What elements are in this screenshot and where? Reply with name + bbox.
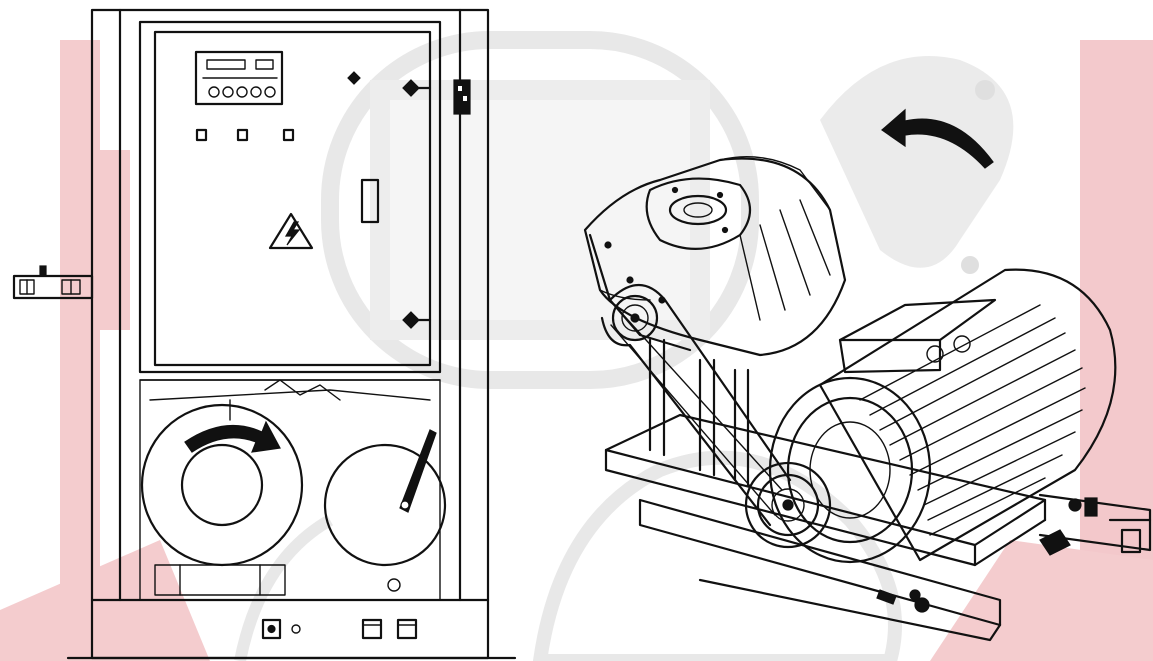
- side-label-plate: [453, 79, 471, 115]
- base-frame: [604, 413, 1152, 642]
- blower-compartment: [139, 379, 447, 601]
- direction-arrow-icon: [881, 108, 994, 169]
- blower-support-legs: [648, 338, 750, 487]
- blower-pulley: [611, 294, 659, 342]
- tensioner-bolts: [876, 589, 921, 605]
- rotation-arrow-icon: [184, 420, 281, 453]
- control-panel-display: [194, 50, 284, 106]
- base-control-strip: [261, 618, 418, 640]
- side-hinge-bracket: [12, 265, 94, 300]
- indicator-lamps: [195, 128, 295, 142]
- electric-motor: [768, 268, 1117, 564]
- warning-triangle-icon: [268, 212, 314, 250]
- door-latches: [347, 71, 432, 329]
- motor-pulley: [744, 461, 832, 549]
